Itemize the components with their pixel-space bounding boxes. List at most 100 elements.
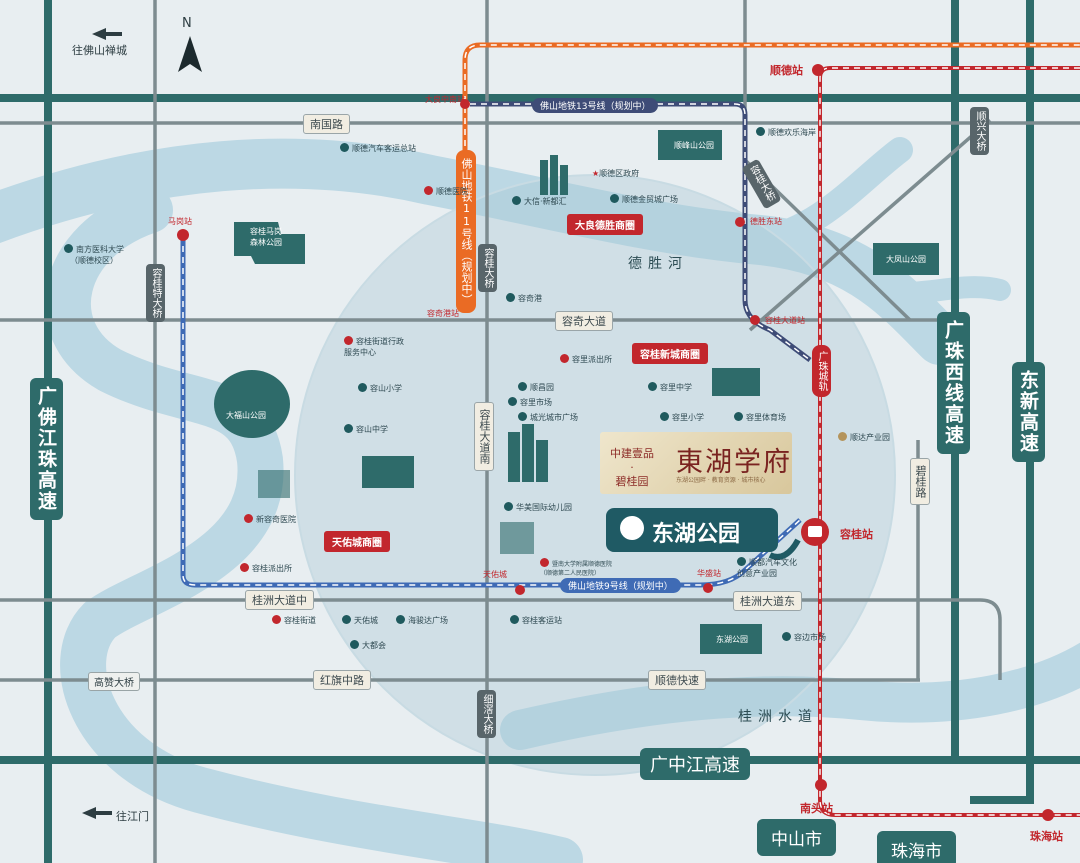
- station-yuanzhou[interactable]: 天佑城: [483, 570, 507, 579]
- station-huasheng[interactable]: 华盛站: [697, 569, 721, 578]
- road-guizhou-zhong[interactable]: 桂洲大道中: [245, 590, 314, 610]
- poi-rongli-post[interactable]: 容里派出所: [560, 354, 612, 365]
- poi-haixin[interactable]: 海骏达广场: [396, 615, 448, 626]
- station-nantou[interactable]: 南头站: [800, 802, 833, 815]
- poi-ronggui-middle[interactable]: 容山中学: [344, 424, 388, 435]
- city-zhongshan[interactable]: 中山市: [757, 819, 836, 856]
- poi-datang[interactable]: 大信·新都汇: [512, 196, 567, 207]
- road-rongqi[interactable]: 容奇大道: [555, 311, 613, 331]
- highway-guangzhu-xixian[interactable]: 广珠西线高速: [937, 312, 970, 454]
- poi-hualeng[interactable]: 顺达产业园: [838, 432, 890, 443]
- poi-label: 容桂街道行政 服务中心: [344, 337, 404, 357]
- station-shunde[interactable]: 顺德站: [770, 64, 803, 77]
- bridge-gaozan[interactable]: 高赞大桥: [88, 672, 140, 691]
- poi-rongli-sport[interactable]: 容里体育场: [734, 412, 786, 423]
- poi-huamei[interactable]: 华美国际幼儿园: [504, 502, 572, 513]
- highway-guangzhong-jiang[interactable]: 广中江高速: [640, 748, 750, 780]
- poi-ronggui-bus[interactable]: 容桂客运站: [510, 615, 562, 626]
- poi-shunde-jinyuan[interactable]: 顺德金贸城广场: [610, 194, 678, 205]
- poi-shuntian[interactable]: 顺昌园: [518, 382, 554, 393]
- road-shunde-kuai[interactable]: 顺德快速: [648, 670, 706, 690]
- metro-line11-label[interactable]: 佛山地铁11号线（规划中）: [456, 150, 476, 313]
- poi-label: 新容奇医院: [256, 515, 296, 524]
- city-zhuhai[interactable]: 珠海市: [877, 831, 956, 863]
- poi-label: 顺德医院: [436, 187, 468, 196]
- road-nanguo[interactable]: 南国路: [303, 114, 350, 134]
- metro-line13-label[interactable]: 佛山地铁13号线（规划中）: [532, 98, 659, 113]
- station-dalianghe[interactable]: 大良中南站: [425, 95, 465, 104]
- hospital-icon: [424, 186, 433, 195]
- poi-hospital-dongguan[interactable]: 暨南大学附属顺德医院 （顺德第二人民医院）: [540, 558, 612, 577]
- station-mabu[interactable]: 马岗站: [168, 217, 192, 226]
- poi-label: 容山小学: [370, 384, 402, 393]
- road-guilao[interactable]: 碧桂路: [910, 458, 930, 505]
- bridge-xijiao[interactable]: 细滘大桥: [477, 690, 496, 738]
- highway-guangfo-jiangzhu[interactable]: 广佛江珠高速: [30, 378, 63, 520]
- poi-ronggui-gov[interactable]: 容桂街道行政 服务中心: [344, 336, 404, 358]
- park-ronggui-maan[interactable]: 容桂马岗 森林公园: [250, 227, 282, 247]
- highway-dongxin[interactable]: 东新高速: [1012, 362, 1045, 462]
- station-zhuhai[interactable]: 珠海站: [1030, 830, 1063, 843]
- park-dafengshan[interactable]: 大凤山公园: [886, 255, 926, 264]
- poi-label: 容里体育场: [746, 413, 786, 422]
- metro-line9-label[interactable]: 佛山地铁9号线（规划中）: [560, 578, 681, 593]
- poi-ronggui-street[interactable]: 容桂街道: [272, 615, 316, 626]
- poi-label: 南方医科大学 （顺德校区）: [70, 245, 124, 265]
- bridge-shunfeng[interactable]: 顺兴大桥: [970, 107, 989, 155]
- station-rongui-sub[interactable]: 容奇港站: [427, 309, 459, 318]
- shop-icon: [518, 412, 527, 421]
- poi-ronglixing[interactable]: 容里市场: [508, 397, 552, 408]
- poi-shundu[interactable]: 顺都汽车文化 创意产业园: [737, 557, 797, 579]
- market-icon: [508, 397, 517, 406]
- business-daliang[interactable]: 大良德胜商圈: [567, 214, 643, 235]
- school-icon: [504, 502, 513, 511]
- river-guizhou: 桂洲水道: [738, 709, 818, 725]
- donghu-park-card[interactable]: 东湖公园: [606, 508, 778, 552]
- star-icon: ★: [592, 169, 600, 178]
- road-hongqi-zhong[interactable]: 红旗中路: [313, 670, 371, 690]
- poi-shunde-bus[interactable]: 顺德汽车客运总站: [340, 143, 416, 154]
- bridge-ronggui[interactable]: 容桂大桥: [478, 244, 497, 292]
- poi-xinrongqi[interactable]: 新容奇医院: [244, 514, 296, 525]
- building-icon: [518, 382, 527, 391]
- shop-icon: [396, 615, 405, 624]
- poi-shunde-gov[interactable]: ★顺德区政府: [592, 168, 639, 179]
- poi-nanfang-med[interactable]: 南方医科大学 （顺德校区）: [64, 244, 124, 266]
- project-brand: 中建壹品 · 碧桂园: [610, 447, 654, 488]
- poi-label: 容桂派出所: [252, 564, 292, 573]
- station-dongfeng[interactable]: 德胜东站: [750, 217, 782, 226]
- business-ronggui-new[interactable]: 容桂新城商圈: [632, 343, 708, 364]
- road-guizhou-dong[interactable]: 桂洲大道东: [733, 591, 802, 611]
- poi-tianyou-city[interactable]: 天佑城: [342, 615, 378, 626]
- business-tianyou[interactable]: 天佑城商圈: [324, 531, 390, 552]
- poi-chengguang[interactable]: 城光城市广场: [518, 412, 578, 423]
- poi-rongli-mid[interactable]: 容里中学: [648, 382, 692, 393]
- poi-rongli-pri[interactable]: 容里小学: [660, 412, 704, 423]
- poi-rongqi-police[interactable]: 容桂派出所: [240, 563, 292, 574]
- road-ronggui-ave[interactable]: 容桂大道南: [474, 402, 494, 471]
- metro-guangzhu-label[interactable]: 广珠城轨: [812, 345, 831, 397]
- industry-icon: [838, 432, 847, 441]
- market-icon: [782, 632, 791, 641]
- poi-shunde-seaside[interactable]: 顺德欢乐海岸: [756, 127, 816, 138]
- poi-label: 大信·新都汇: [524, 197, 567, 206]
- poi-rong-port[interactable]: 容奇港: [506, 293, 542, 304]
- station-rongli[interactable]: 容桂站: [840, 528, 873, 541]
- park-dafu[interactable]: 大福山公园: [226, 411, 266, 420]
- bridge-ronggui-te[interactable]: 容桂特大桥: [146, 264, 165, 322]
- project-card[interactable]: 中建壹品 · 碧桂园 東湖学府 东湖公园畔 · 教育资源 · 城市核心: [600, 432, 792, 494]
- direction-foshan-chancheng: 往佛山禅城: [72, 44, 127, 57]
- gov-icon: [344, 336, 353, 345]
- poi-rongbian[interactable]: 容边市场: [782, 632, 826, 643]
- park-donghu-small[interactable]: 东湖公园: [716, 635, 748, 644]
- shop-icon: [610, 194, 619, 203]
- building-icon: [737, 557, 746, 566]
- park-shunde-forest[interactable]: 顺峰山公园: [674, 141, 714, 150]
- poi-dadu[interactable]: 大都会: [350, 640, 386, 651]
- shop-icon: [350, 640, 359, 649]
- poi-shunde-hospital[interactable]: 顺德医院: [424, 186, 468, 197]
- hospital-icon: [244, 514, 253, 523]
- poi-ronggui-school[interactable]: 容山小学: [358, 383, 402, 394]
- station-rongqi-ave[interactable]: 容桂大道站: [765, 316, 805, 325]
